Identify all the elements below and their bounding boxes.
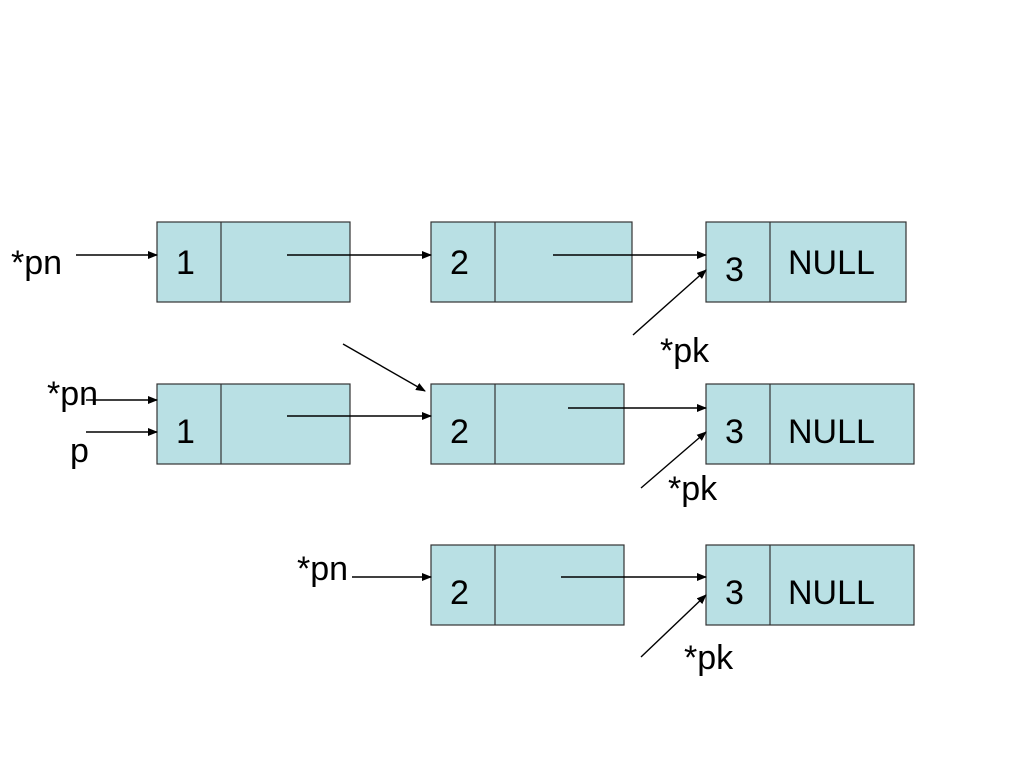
row-1-node-2: 2 bbox=[430, 221, 633, 303]
pointer-label-pk: *pk bbox=[684, 639, 734, 677]
node-box bbox=[430, 544, 625, 626]
row-1-node-1: 1 bbox=[156, 221, 351, 303]
arrow-pk-to-node-3 bbox=[640, 431, 707, 489]
node-next: NULL bbox=[788, 244, 875, 282]
node-value: 3 bbox=[725, 251, 744, 289]
row-2: 1 2 3 NULL *pn p *pk bbox=[47, 343, 915, 508]
row-2-node-2: 2 bbox=[430, 383, 625, 465]
node-value: 2 bbox=[450, 413, 469, 451]
pointer-label-pk: *pk bbox=[668, 470, 718, 508]
arrow-pk-to-node-3 bbox=[632, 269, 707, 336]
node-next: NULL bbox=[788, 574, 875, 612]
row-3-node-1: 2 bbox=[430, 544, 625, 626]
row-1: 1 2 3 NULL *pn *pk bbox=[11, 221, 907, 370]
node-value: 1 bbox=[176, 413, 195, 451]
row-2-node-3: 3 NULL bbox=[705, 383, 915, 465]
node-value: 3 bbox=[725, 413, 744, 451]
node-next: NULL bbox=[788, 413, 875, 451]
node-box bbox=[156, 221, 351, 303]
node-box bbox=[705, 383, 915, 465]
pointer-label-pk: *pk bbox=[660, 332, 710, 370]
pointer-label-pn: *pn bbox=[297, 550, 348, 588]
node-box bbox=[430, 383, 625, 465]
pointer-label-pn: *pn bbox=[47, 375, 98, 413]
node-box bbox=[430, 221, 633, 303]
pointer-label-p: p bbox=[70, 432, 89, 470]
node-box bbox=[156, 383, 351, 465]
node-value: 3 bbox=[725, 574, 744, 612]
row-1-node-3: 3 NULL bbox=[705, 221, 907, 303]
arrow-row-1-node-1-to-node-2 bbox=[342, 343, 426, 392]
pointer-label-pn: *pn bbox=[11, 244, 62, 282]
row-3-node-2: 3 NULL bbox=[705, 544, 915, 626]
node-value: 2 bbox=[450, 574, 469, 612]
node-box bbox=[705, 221, 907, 303]
node-value: 1 bbox=[176, 244, 195, 282]
node-box bbox=[705, 544, 915, 626]
row-2-node-1: 1 bbox=[156, 383, 351, 465]
node-value: 2 bbox=[450, 244, 469, 282]
row-3: 2 3 NULL *pn *pk bbox=[297, 544, 915, 677]
arrow-pk-to-node-2 bbox=[640, 594, 707, 658]
